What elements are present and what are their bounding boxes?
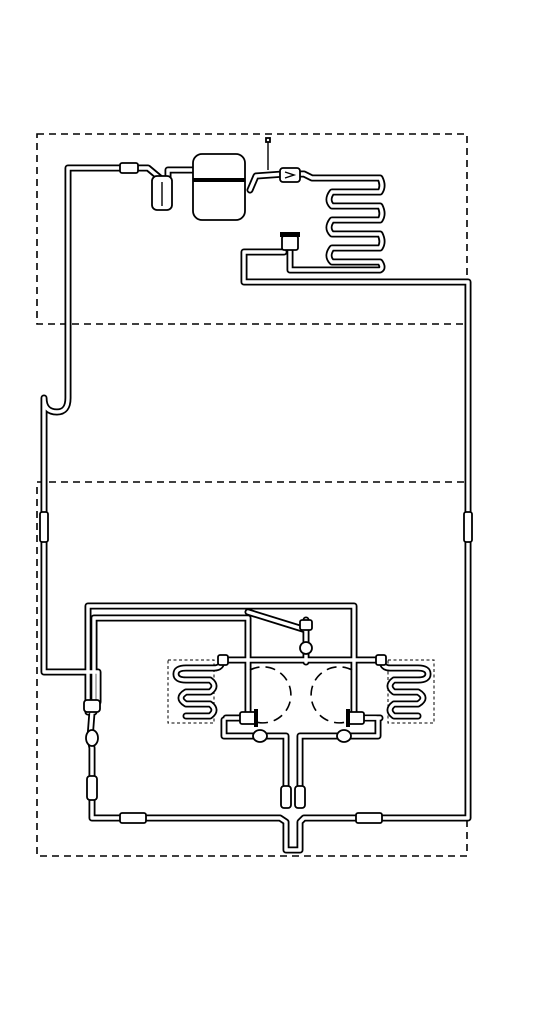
compressor xyxy=(193,154,245,220)
filter-drier xyxy=(280,168,300,182)
suction-accumulator xyxy=(152,176,172,210)
upper-compartment-boundary xyxy=(37,134,467,324)
sensor-probe xyxy=(266,138,270,170)
solenoid-valve-right xyxy=(346,709,364,727)
evaporator-fan-right xyxy=(311,667,352,723)
pipe-network xyxy=(44,168,468,850)
solenoid-valve-left xyxy=(240,709,258,727)
expansion-valve xyxy=(280,232,300,250)
